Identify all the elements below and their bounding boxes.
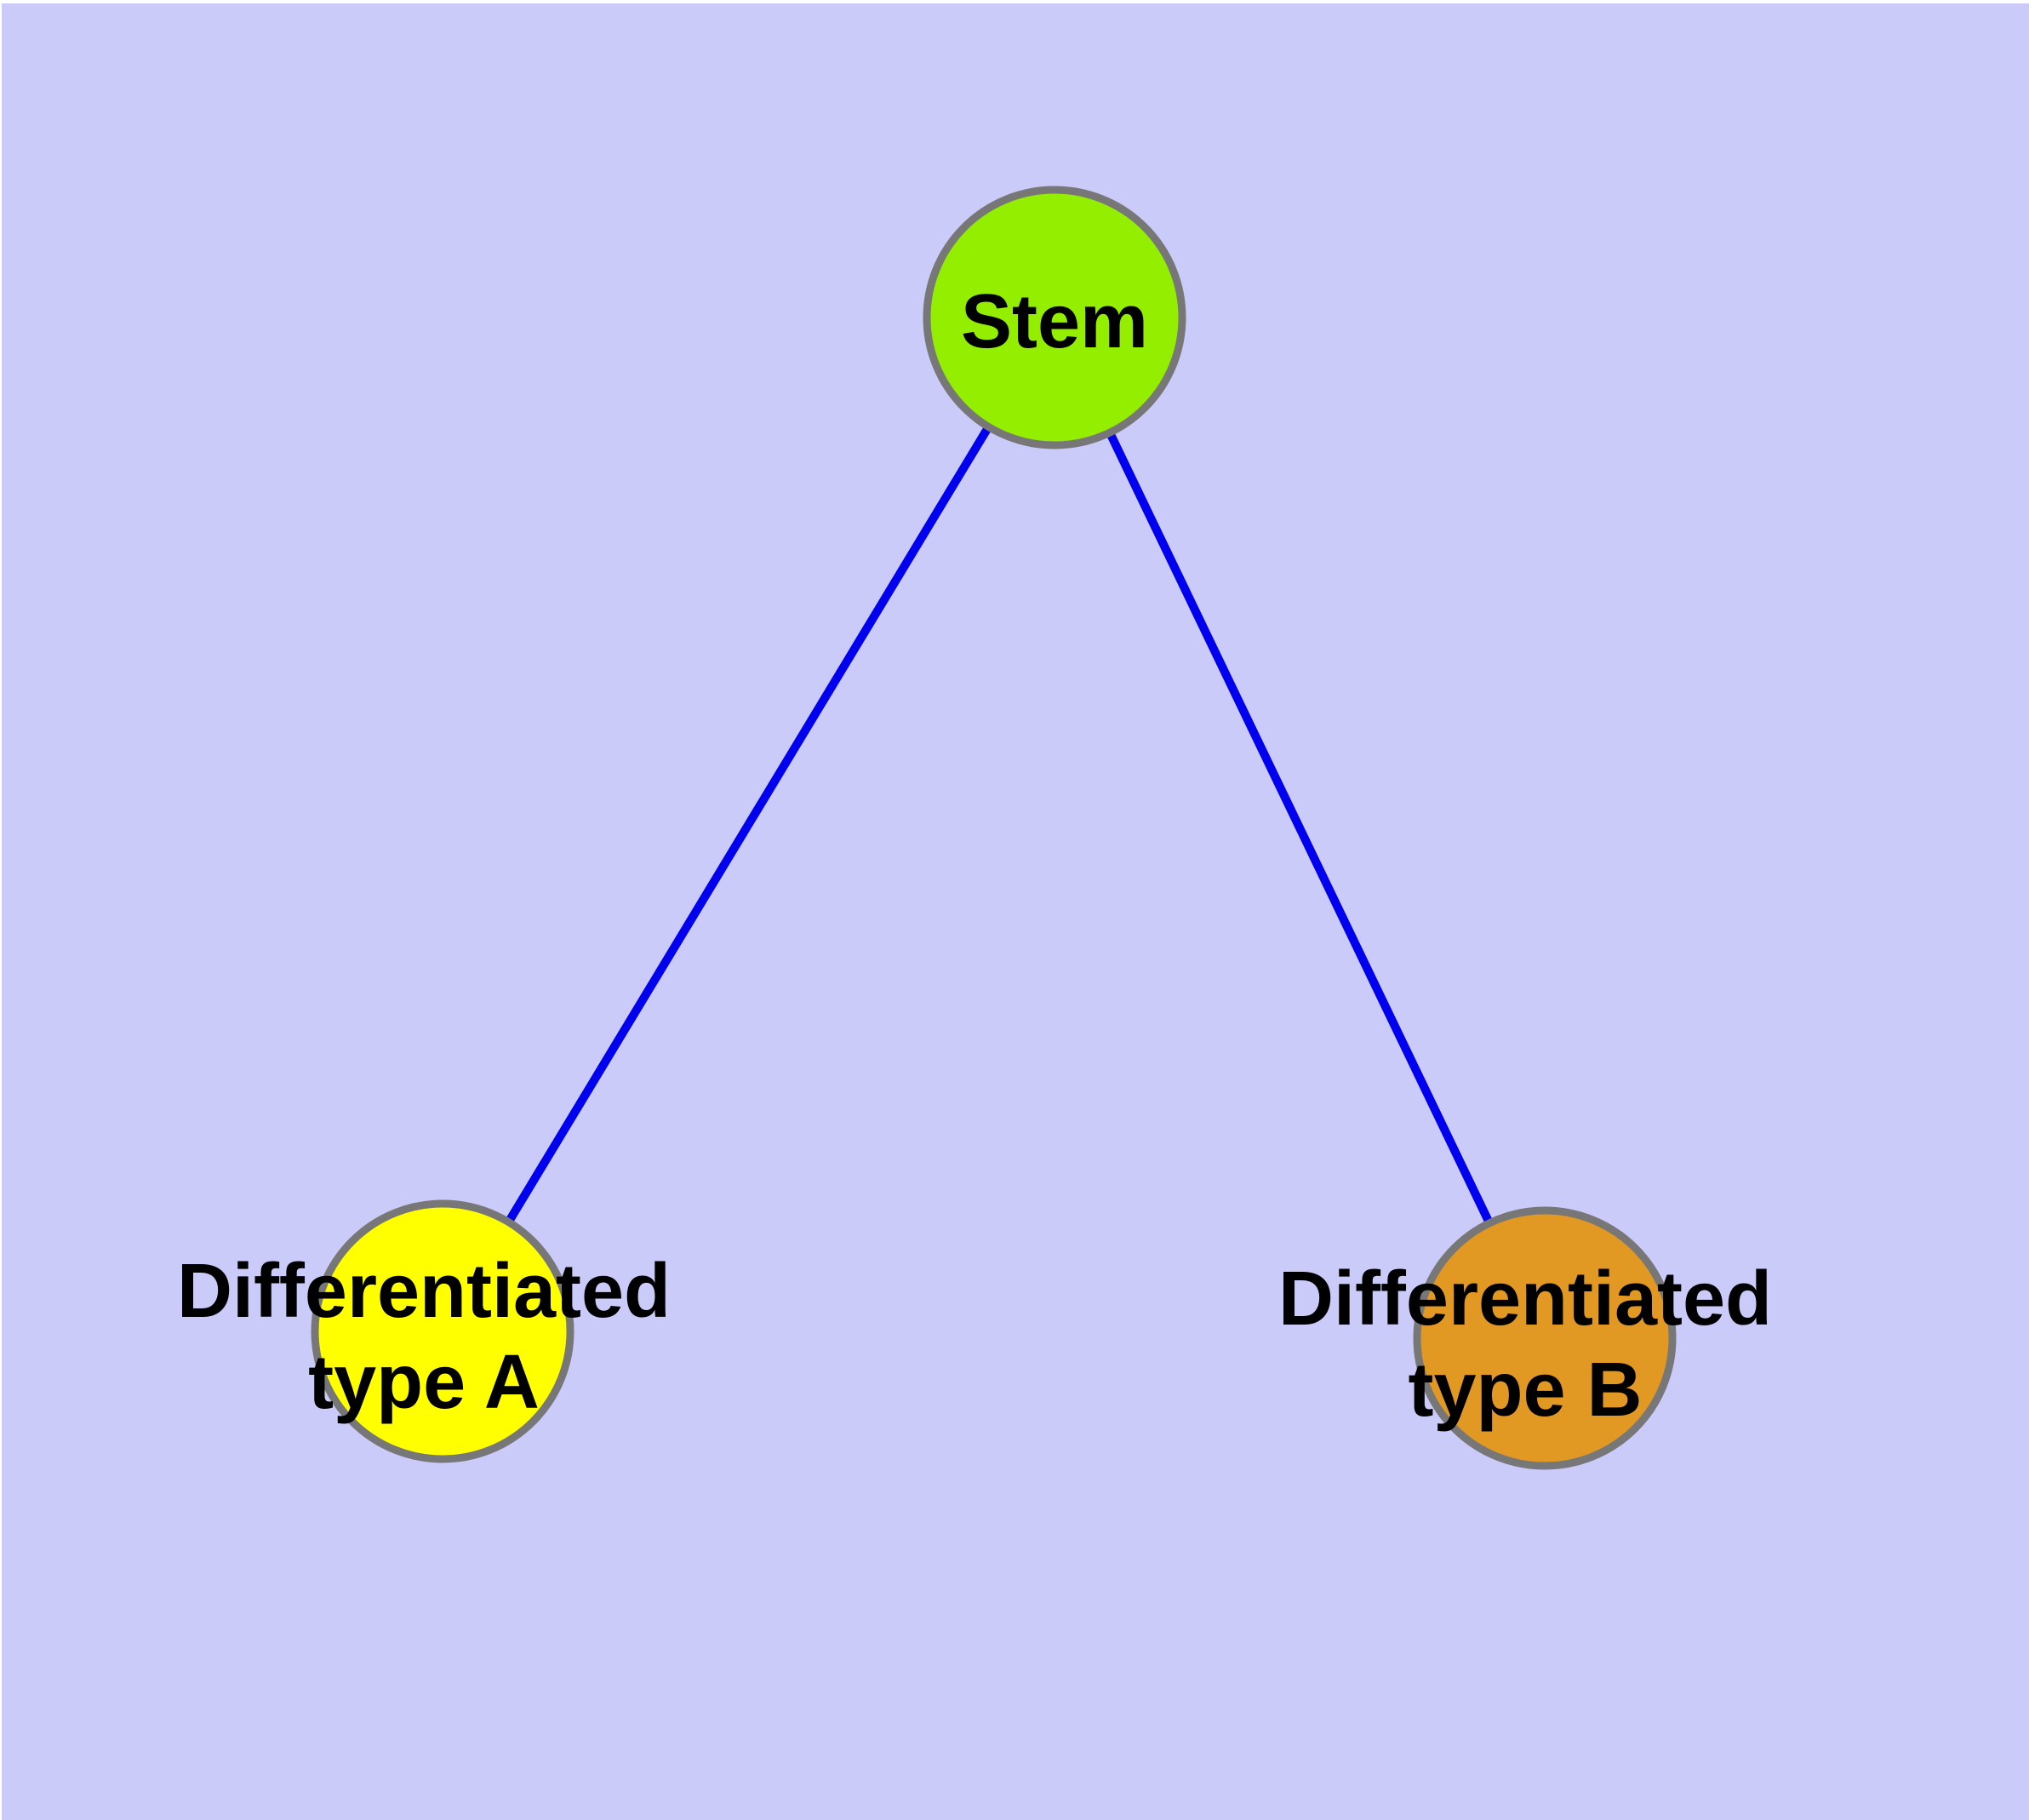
node-type-a-label-line2: type A (308, 1340, 540, 1425)
node-differentiated-type-b (1413, 1206, 1677, 1470)
node-type-a-label-line1: Differentiated (177, 1249, 671, 1334)
node-stem-label: Stem (961, 279, 1148, 364)
node-type-b-label-line2: type B (1408, 1348, 1642, 1433)
node-differentiated-type-a (311, 1199, 574, 1463)
node-stem (923, 186, 1186, 449)
edge-stem-to-type-b (1050, 315, 1549, 1341)
node-type-a-label: Differentiated type A (177, 1249, 671, 1425)
edge-stem-to-type-a (438, 315, 1059, 1334)
node-type-b-label-line1: Differentiated (1278, 1256, 1772, 1342)
node-type-b-label: Differentiated type B (1278, 1256, 1772, 1433)
